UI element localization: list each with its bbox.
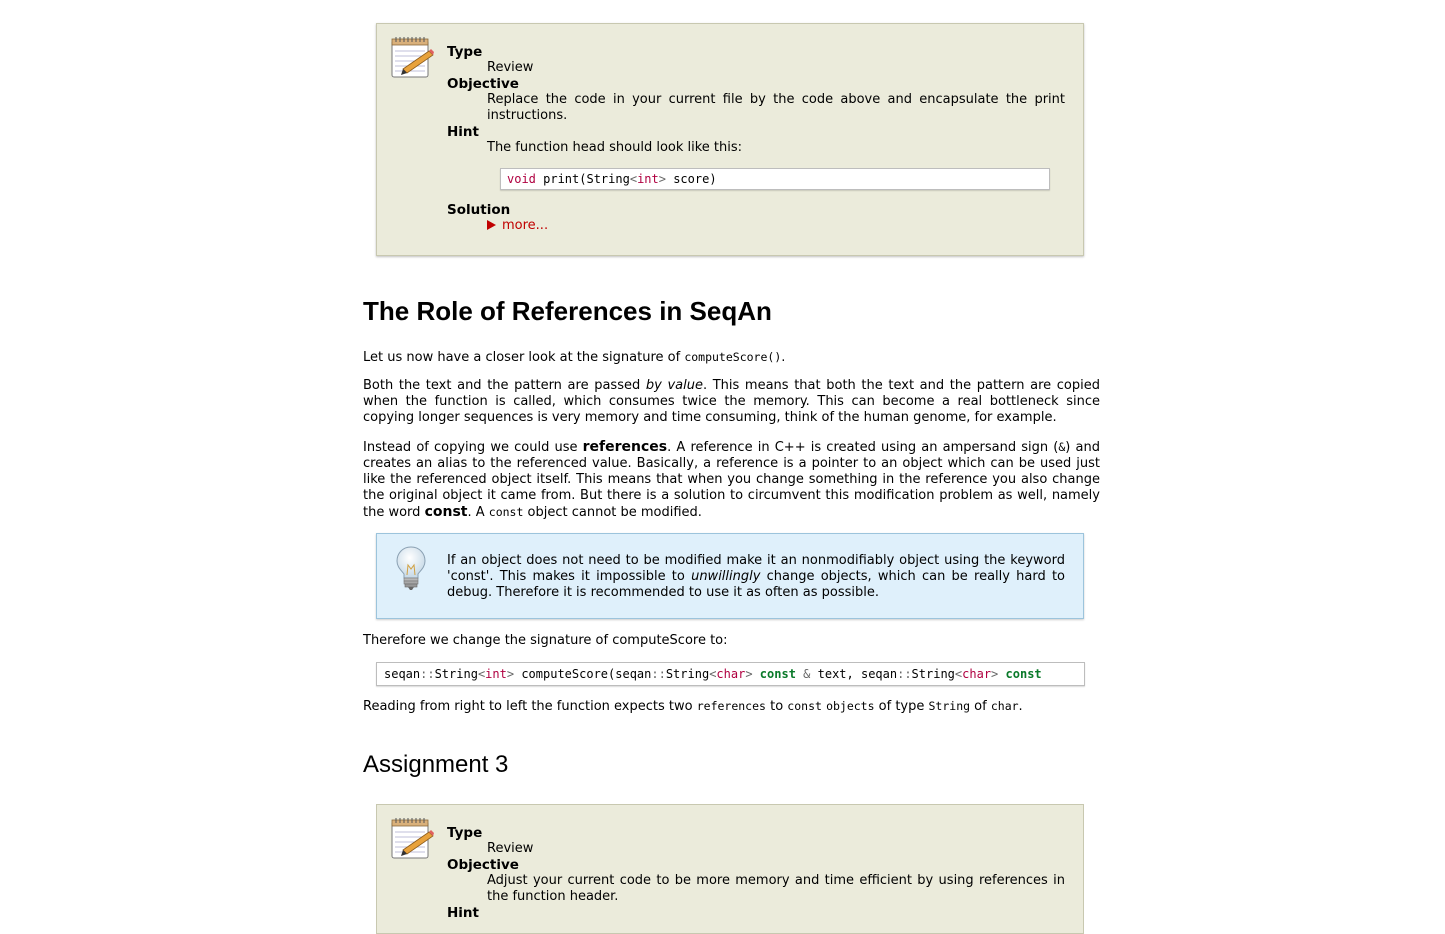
code-token: > xyxy=(991,667,999,681)
paragraph: Both the text and the pattern are passed… xyxy=(363,378,1100,426)
paragraph: Instead of copying we could use referenc… xyxy=(363,439,1100,521)
code-token: const xyxy=(1005,667,1042,681)
text: of xyxy=(970,699,991,714)
code-token: score) xyxy=(665,172,717,186)
assignment-heading: Assignment 3 xyxy=(363,751,509,778)
text: Instead of copying we could use xyxy=(363,440,583,455)
code-token: > xyxy=(658,172,666,186)
inline-code: computeScore() xyxy=(684,350,782,364)
notepad-pencil-icon xyxy=(391,818,434,859)
inline-code: char xyxy=(990,699,1019,713)
text: . A xyxy=(467,505,489,520)
text: ) and creates an alias to the referenced… xyxy=(363,440,1100,520)
assignment-box: Type Review Objective Adjust your curren… xyxy=(376,804,1084,934)
emphasis: unwillingly xyxy=(691,569,761,584)
hint-label: Hint xyxy=(447,124,479,140)
paragraph: Let us now have a closer look at the sig… xyxy=(363,349,1100,366)
objective-text: Adjust your current code to be more memo… xyxy=(487,873,1065,904)
code-token: print(String xyxy=(535,172,630,186)
hint-label: Hint xyxy=(447,905,479,921)
objective-label: Objective xyxy=(447,76,519,92)
paragraph: Reading from right to left the function … xyxy=(363,698,1100,715)
code-token: const xyxy=(759,667,796,681)
code-token: String xyxy=(434,667,478,681)
code-token: < xyxy=(954,667,963,681)
paragraph: Therefore we change the signature of com… xyxy=(363,633,728,648)
inline-code: & xyxy=(1058,440,1066,454)
assignment-box: Type Review Objective Replace the code i… xyxy=(376,23,1084,256)
text: . A reference in C++ is created using an… xyxy=(667,440,1059,455)
text: Reading from right to left the function … xyxy=(363,699,697,714)
emphasis: by value xyxy=(645,378,703,393)
code-token: char xyxy=(962,667,992,681)
text: object cannot be modified. xyxy=(523,505,702,520)
notepad-pencil-icon xyxy=(391,37,434,78)
code-token: < xyxy=(709,667,717,681)
inline-code: references xyxy=(696,699,766,713)
code-token xyxy=(998,667,1005,681)
text: to xyxy=(765,699,788,714)
text: Let us now have a closer look at the sig… xyxy=(363,350,685,365)
more-link[interactable]: more... xyxy=(502,218,549,233)
signature-code-block[interactable]: seqan::String<int> computeScore(seqan::S… xyxy=(376,662,1085,686)
objective-label: Objective xyxy=(447,857,519,873)
strong-text: references xyxy=(582,439,668,455)
tip-box: If an object does not need to be modifie… xyxy=(376,533,1084,619)
code-token: < xyxy=(629,172,638,186)
solution-label: Solution xyxy=(447,202,511,218)
code-token: String xyxy=(911,667,955,681)
text: If an object does not need to be modifie… xyxy=(447,553,1065,584)
code-token: String xyxy=(665,667,710,681)
triangle-right-icon xyxy=(487,220,496,230)
tip-text: If an object does not need to be modifie… xyxy=(447,553,1065,601)
objective-text: Replace the code in your current file by… xyxy=(487,92,1065,123)
code-token: seqan xyxy=(384,667,421,681)
code-token: :: xyxy=(897,667,912,681)
type-label: Type xyxy=(447,44,483,60)
text: . This means that both the text and the … xyxy=(363,378,1101,425)
code-token: < xyxy=(477,667,486,681)
type-value: Review xyxy=(487,60,534,75)
hint-code-block: void print(String<int> score) xyxy=(500,168,1050,190)
code-token: computeScore(seqan xyxy=(514,667,652,681)
assignment-details: Type Review Objective Replace the code i… xyxy=(447,44,1065,234)
code-token: > xyxy=(506,667,515,681)
code-token: void xyxy=(507,172,536,186)
code-token: & xyxy=(803,667,811,681)
inline-code: String xyxy=(928,699,971,713)
text: . xyxy=(1018,699,1023,714)
text: of type xyxy=(874,699,929,714)
inline-code: objects xyxy=(826,699,875,713)
inline-code: const xyxy=(787,699,822,713)
type-label: Type xyxy=(447,825,483,841)
code-token: int xyxy=(485,667,507,681)
solution-toggle[interactable]: more... xyxy=(487,218,1065,234)
code-token: int xyxy=(637,172,659,186)
assignment-details: Type Review Objective Adjust your curren… xyxy=(447,825,1065,921)
section-title: The Role of References in SeqAn xyxy=(363,296,772,326)
hint-text: The function head should look like this: xyxy=(487,140,743,155)
text: . xyxy=(781,350,786,365)
type-value: Review xyxy=(487,841,534,856)
code-token: char xyxy=(716,667,746,681)
text: change objects, which can be really hard… xyxy=(447,569,1066,600)
code-token xyxy=(753,667,760,681)
code-token: > xyxy=(745,667,753,681)
code-token: text, seqan xyxy=(810,667,898,681)
lightbulb-icon xyxy=(396,546,426,590)
inline-code: const xyxy=(488,505,524,519)
code-token: :: xyxy=(651,667,666,681)
strong-text: const xyxy=(424,504,468,520)
text: Both the text and the pattern are passed xyxy=(363,378,646,393)
code-token: :: xyxy=(420,667,435,681)
